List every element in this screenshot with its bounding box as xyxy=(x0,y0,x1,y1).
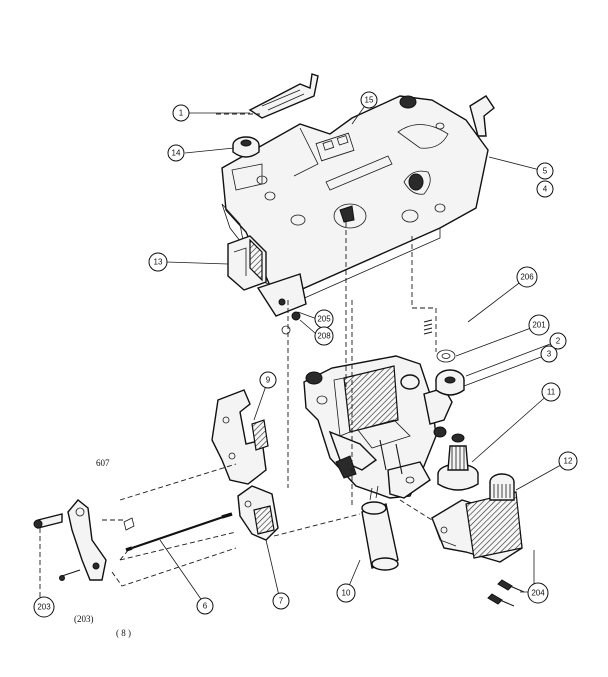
spring xyxy=(423,319,433,335)
bottom-bracket xyxy=(237,485,279,541)
svg-text:2: 2 xyxy=(556,337,561,346)
svg-text:12: 12 xyxy=(564,457,573,466)
svg-text:4: 4 xyxy=(543,185,548,194)
label-8: ( 8 ) xyxy=(116,628,131,638)
callout-5: 5 xyxy=(536,162,554,180)
callout-208: 208 xyxy=(314,326,334,346)
callout-203: 203 xyxy=(33,596,55,618)
svg-text:206: 206 xyxy=(520,273,534,282)
svg-text:7: 7 xyxy=(279,597,284,606)
callout-2: 2 xyxy=(549,332,567,350)
callout-204: 204 xyxy=(527,582,549,604)
callout-1: 1 xyxy=(172,104,190,122)
svg-text:6: 6 xyxy=(203,602,208,611)
svg-text:204: 204 xyxy=(531,589,545,598)
callout-14: 14 xyxy=(167,144,185,162)
lever-part xyxy=(469,95,495,137)
svg-text:9: 9 xyxy=(266,376,271,385)
svg-text:14: 14 xyxy=(172,149,181,158)
gear-assembly xyxy=(437,433,479,491)
callout-15: 15 xyxy=(360,91,378,109)
callout-13: 13 xyxy=(148,252,168,272)
label-203-paren: (203) xyxy=(74,614,94,624)
svg-text:203: 203 xyxy=(37,603,51,612)
front-bracket xyxy=(256,273,307,335)
svg-text:1: 1 xyxy=(179,109,184,118)
callout-205: 205 xyxy=(314,309,334,329)
callout-12: 12 xyxy=(558,451,578,471)
callout-9: 9 xyxy=(259,371,277,389)
left-bracket xyxy=(211,389,269,485)
svg-text:3: 3 xyxy=(547,350,552,359)
callout-11: 11 xyxy=(541,382,561,402)
motor-screws xyxy=(487,579,525,607)
svg-text:208: 208 xyxy=(317,332,331,341)
callout-10: 10 xyxy=(336,583,356,603)
washer xyxy=(436,349,456,363)
knob-part xyxy=(232,136,260,158)
svg-text:15: 15 xyxy=(365,96,374,105)
slider-part xyxy=(248,73,319,119)
assembly-lines xyxy=(39,113,437,600)
small-clip xyxy=(123,517,135,531)
label-607: 607 xyxy=(96,458,110,468)
svg-text:201: 201 xyxy=(532,321,546,330)
central-mechanism xyxy=(303,355,453,499)
callout-3: 3 xyxy=(540,345,558,363)
motor-part xyxy=(431,473,523,563)
block-part xyxy=(227,235,267,291)
callout-201: 201 xyxy=(528,314,550,336)
svg-text:5: 5 xyxy=(543,167,548,176)
callout-6: 6 xyxy=(196,597,214,615)
small-gear xyxy=(435,369,465,396)
svg-text:205: 205 xyxy=(317,315,331,324)
svg-text:11: 11 xyxy=(547,388,556,397)
shaft-part xyxy=(125,512,233,552)
callout-4: 4 xyxy=(536,180,554,198)
callout-7: 7 xyxy=(272,592,290,610)
svg-text:13: 13 xyxy=(154,258,163,267)
side-lever xyxy=(33,499,107,581)
svg-text:10: 10 xyxy=(342,589,351,598)
callout-206: 206 xyxy=(516,266,538,288)
cylinder-part xyxy=(361,485,399,571)
